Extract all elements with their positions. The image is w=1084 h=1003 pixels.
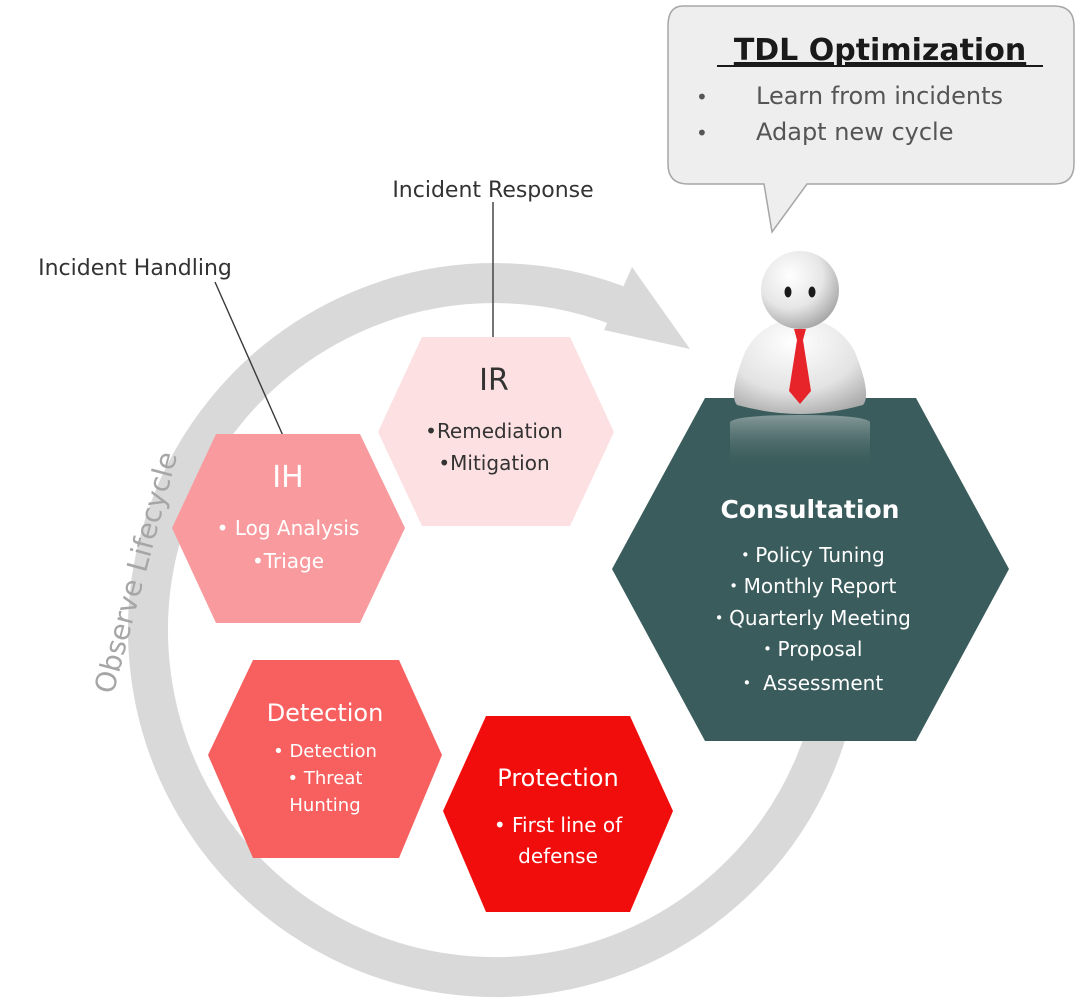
hexagon-consultation-line: ・Policy Tuning <box>735 543 884 567</box>
callout-bullet: • <box>696 85 708 109</box>
hexagon-consultation-line: ・Monthly Report <box>724 574 897 598</box>
hexagon-ir-title: IR <box>479 363 509 398</box>
hexagon-consultation-title: Consultation <box>721 495 900 524</box>
hexagon-ir-line: •Remediation <box>425 419 563 443</box>
hexagon-ih-title: IH <box>272 460 303 495</box>
hexagon-consultation-line: ・Proposal <box>758 637 863 661</box>
hexagon-ir: IR •Remediation •Mitigation <box>378 337 614 526</box>
hexagon-protection-line: defense <box>518 844 598 868</box>
hexagon-ir-line: •Mitigation <box>438 451 549 475</box>
hexagon-protection-title: Protection <box>497 764 618 792</box>
hexagon-protection: Protection • First line of defense <box>443 716 673 912</box>
hexagon-consultation: Consultation ・Policy Tuning ・Monthly Rep… <box>612 398 1009 741</box>
hexagon-ih: IH • Log Analysis •Triage <box>172 434 405 623</box>
callout-item: Adapt new cycle <box>756 118 953 146</box>
hexagon-consultation-line: ・Quarterly Meeting <box>709 606 911 630</box>
incident-handling-label: Incident Handling <box>38 256 232 281</box>
optimization-callout: TDL Optimization • Learn from incidents … <box>667 5 1075 234</box>
lifecycle-arrow <box>128 263 862 998</box>
hexagon-detection: Detection • Detection • Threat Hunting <box>208 660 442 858</box>
callout-bullet: • <box>696 121 708 145</box>
hexagon-detection-title: Detection <box>267 699 384 727</box>
figure-reflection <box>730 415 870 470</box>
hexagon-detection-line: Hunting <box>289 795 360 816</box>
hexagon-consultation-line: ・ Assessment <box>737 671 883 695</box>
hexagon-detection-line: • Detection <box>273 741 377 762</box>
callout-item: Learn from incidents <box>756 82 1003 110</box>
hexagon-ih-line: •Triage <box>252 549 324 573</box>
hexagon-protection-line: • First line of <box>494 813 623 837</box>
hexagon-detection-line: • Threat <box>288 768 363 789</box>
incident-response-label: Incident Response <box>392 178 593 203</box>
incident-handling-leader <box>214 281 289 448</box>
hexagon-ih-line: • Log Analysis <box>217 516 360 540</box>
callout-title: TDL Optimization <box>734 33 1026 68</box>
consultant-figure-icon <box>733 251 867 414</box>
